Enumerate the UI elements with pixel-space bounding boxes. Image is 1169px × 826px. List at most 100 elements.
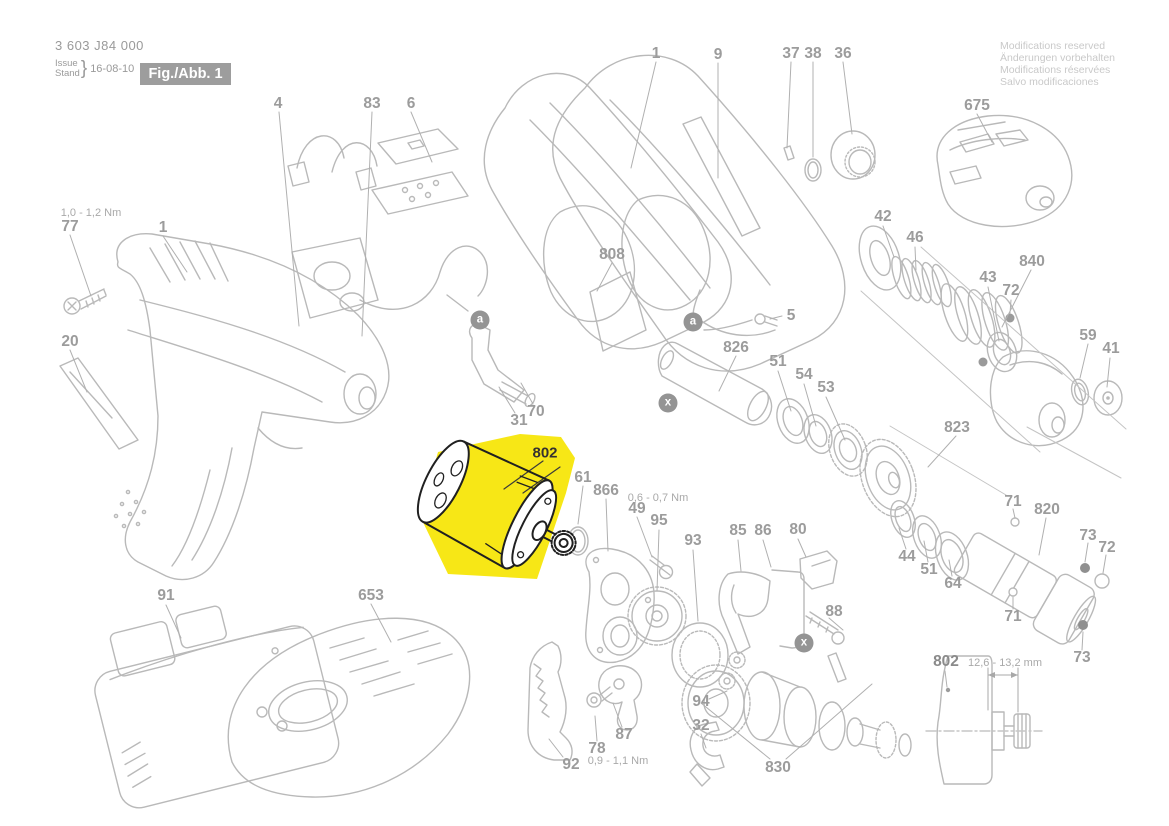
document-part-number: 3 603 J84 000 xyxy=(55,38,144,53)
part-label-0-6-0-7-Nm: 0,6 - 0,7 Nm xyxy=(627,492,689,504)
part-label-1: 1 xyxy=(158,219,168,236)
clip-32 xyxy=(689,721,725,787)
part-label-92: 92 xyxy=(562,756,580,773)
part-label-70: 70 xyxy=(527,403,545,420)
washer-42 xyxy=(858,225,902,291)
ball-71b xyxy=(1008,587,1018,597)
part-label-9: 9 xyxy=(713,46,723,63)
notice-line: Änderungen vorbehalten xyxy=(1000,52,1116,64)
part-label-20: 20 xyxy=(61,333,79,350)
fork-85 xyxy=(718,571,771,655)
chuck-675 xyxy=(936,114,1073,228)
part-label-72: 72 xyxy=(1002,282,1020,299)
part-label-826: 826 xyxy=(723,339,749,356)
drill-body-1 xyxy=(113,233,390,581)
notice-line: Modifications réservées xyxy=(1000,64,1111,76)
part-label-46: 46 xyxy=(906,229,924,246)
part-label-87: 87 xyxy=(615,726,633,743)
sticker-808 xyxy=(589,271,647,352)
part-label-64: 64 xyxy=(944,575,962,592)
bearing-51 xyxy=(776,398,810,444)
ring-gear-93 xyxy=(671,622,729,688)
ball xyxy=(978,357,988,367)
issue-stand-labels: Issue Stand xyxy=(55,58,80,80)
part-label-866: 866 xyxy=(593,482,619,499)
part-label-38: 38 xyxy=(804,45,822,62)
part-label-93: 93 xyxy=(684,532,702,549)
part-label-88: 88 xyxy=(825,603,843,620)
part-label-59: 59 xyxy=(1079,327,1097,344)
ball-71 xyxy=(1010,517,1020,527)
group-bracket-lines xyxy=(860,246,1127,496)
part-label-42: 42 xyxy=(874,208,892,225)
issue-date: 16-08-10 xyxy=(90,63,135,75)
screw-88 xyxy=(805,611,845,645)
section-marker-x: x xyxy=(794,633,814,653)
part-label-73: 73 xyxy=(1073,649,1091,666)
stand-label: Stand xyxy=(55,68,80,79)
spindle-826 xyxy=(657,341,773,426)
part-label-77: 77 xyxy=(61,218,79,235)
part-label-41: 41 xyxy=(1102,340,1120,357)
bracket-80 xyxy=(799,550,838,590)
ring-43 xyxy=(986,331,1018,373)
part-label-4: 4 xyxy=(273,95,283,112)
part-label-840: 840 xyxy=(1019,253,1045,270)
part-label-94: 94 xyxy=(692,693,710,710)
motor-detail-802 xyxy=(925,655,1043,785)
section-marker-a: a xyxy=(470,310,490,330)
oring-38 xyxy=(804,158,822,182)
plate-20 xyxy=(59,357,139,450)
part-label-830: 830 xyxy=(765,759,791,776)
motor-802 xyxy=(416,439,577,570)
figure-label-box: Fig./Abb. 1 xyxy=(140,63,231,85)
part-label-83: 83 xyxy=(363,95,381,112)
strip-9 xyxy=(682,116,761,237)
part-label-5: 5 xyxy=(786,307,796,324)
modification-notices: Modifications reserved Änderungen vorbeh… xyxy=(1000,40,1115,88)
part-label-91: 91 xyxy=(157,587,175,604)
pin-37 xyxy=(783,145,795,161)
issue-stand-block: Issue Stand } 16-08-10 xyxy=(55,58,134,80)
part-label-54: 54 xyxy=(795,366,813,383)
part-label-73: 73 xyxy=(1079,527,1097,544)
part-label-32: 32 xyxy=(692,717,710,734)
part-label-31: 31 xyxy=(510,412,528,429)
part-label-37: 37 xyxy=(782,45,800,62)
screw-77 xyxy=(63,288,107,315)
part-label-72: 72 xyxy=(1098,539,1116,556)
highlight-callout-lines xyxy=(503,460,561,494)
toothed-ring-53 xyxy=(828,423,868,477)
screw-49 xyxy=(649,555,674,580)
switch-module-4 xyxy=(287,135,488,319)
leader-lines xyxy=(69,61,1111,760)
ball-73 xyxy=(1080,563,1090,573)
part-label-78: 78 xyxy=(588,740,606,757)
bell-840 xyxy=(989,350,1084,447)
part-label-80: 80 xyxy=(789,521,807,538)
battery-91 xyxy=(94,605,340,809)
notice-line: Salvo modificaciones xyxy=(1000,76,1099,88)
part-label-802: 802 xyxy=(532,444,558,462)
ring-51b xyxy=(911,515,943,559)
ring-72b xyxy=(1094,573,1110,589)
part-label-808: 808 xyxy=(599,246,625,263)
part-label-0-9-1-1-Nm: 0,9 - 1,1 Nm xyxy=(587,755,649,767)
clutch-830 xyxy=(681,651,912,759)
gear-823 xyxy=(859,438,917,518)
part-label-1-0-1-2-Nm: 1,0 - 1,2 Nm xyxy=(60,207,122,219)
washer-41 xyxy=(1093,380,1123,416)
brace-glyph: } xyxy=(80,58,88,79)
part-label-86: 86 xyxy=(754,522,772,539)
part-label-43: 43 xyxy=(979,269,997,286)
housing-half-front xyxy=(483,72,732,350)
part-label-802: 802 xyxy=(933,653,959,670)
part-label-1: 1 xyxy=(651,45,661,62)
ring-64 xyxy=(934,531,970,581)
charger-653 xyxy=(227,617,471,798)
cap-36 xyxy=(830,130,876,180)
part-label-71: 71 xyxy=(1004,493,1022,510)
screw-78 xyxy=(586,686,613,708)
lever-31-pin-70 xyxy=(468,323,536,408)
plates-6-83 xyxy=(371,128,469,215)
